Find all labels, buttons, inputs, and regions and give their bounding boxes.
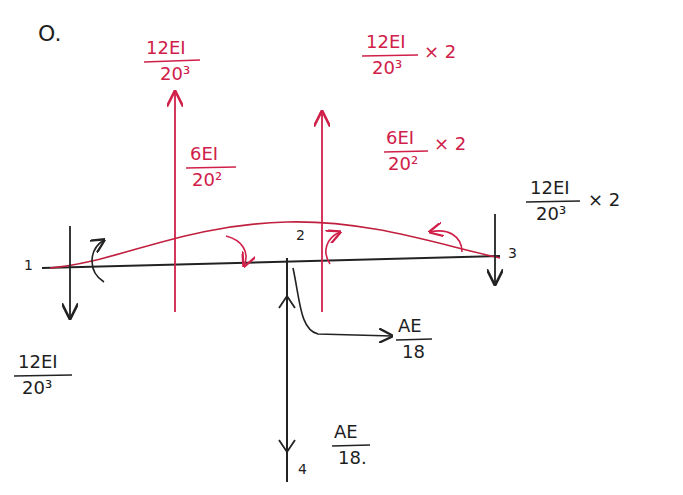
column-line [286, 258, 288, 482]
stiffness-term: 18. [338, 448, 367, 468]
deflected-shape [50, 222, 500, 268]
stiffness-term: AE [334, 422, 358, 442]
joint-number: 2 [296, 228, 305, 243]
stiffness-term: 20³ [372, 58, 402, 78]
joint-number: 1 [24, 258, 33, 273]
stiffness-term: 12EI [530, 178, 570, 198]
moment-arrow [92, 240, 104, 282]
moment-arrow [226, 236, 246, 266]
axial-arrow [279, 440, 295, 452]
stiffness-term: 20³ [160, 64, 190, 84]
leader-arrow [293, 268, 392, 336]
stiffness-term: 12EI [146, 38, 186, 58]
stiffness-term: 20² [192, 170, 222, 190]
stiffness-term: 12EI [366, 32, 406, 52]
joint-number: 3 [508, 246, 517, 261]
stiffness-term: × 2 [424, 42, 456, 62]
stiffness-term: 18 [402, 342, 425, 362]
moment-arrow [430, 231, 462, 252]
joint-number: 4 [298, 462, 307, 477]
stiffness-term: × 2 [588, 190, 620, 210]
beam-line [42, 256, 500, 268]
stiffness-term: 6EI [386, 128, 414, 148]
problem-number: O. [38, 22, 61, 46]
stiffness-term: AE [398, 316, 422, 336]
stiffness-term: 20² [388, 154, 418, 174]
stiffness-term: 20³ [22, 378, 52, 398]
force-arrow [321, 112, 323, 312]
axial-arrow [279, 296, 295, 308]
stiffness-term: 12EI [18, 352, 58, 372]
moment-arrow [326, 232, 340, 264]
force-arrow [69, 226, 71, 318]
stiffness-term: 6EI [190, 144, 218, 164]
force-arrow [494, 214, 496, 284]
fraction-bars [14, 55, 580, 446]
stiffness-term: × 2 [434, 134, 466, 154]
force-arrow [174, 92, 176, 312]
stiffness-term: 20³ [536, 204, 566, 224]
